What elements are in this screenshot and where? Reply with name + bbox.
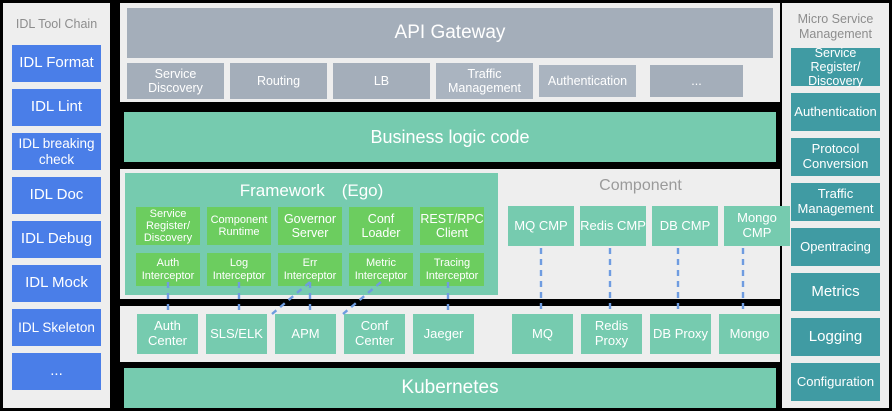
idl-item-mock[interactable]: IDL Mock: [12, 265, 101, 302]
fw-cell-component-runtime[interactable]: Component Runtime: [207, 207, 271, 245]
idl-tool-chain-panel: IDL Tool Chain IDL Format IDL Lint IDL b…: [3, 3, 110, 408]
infra-cell-jaeger[interactable]: Jaeger: [413, 314, 474, 354]
msm-item-metrics[interactable]: Metrics: [791, 273, 880, 311]
infra-cell-db-proxy[interactable]: DB Proxy: [650, 314, 711, 354]
infra-cell-conf-center[interactable]: Conf Center: [344, 314, 405, 354]
msm-item-configuration[interactable]: Configuration: [791, 363, 880, 401]
infra-cell-mq[interactable]: MQ: [512, 314, 573, 354]
gw-cell-traffic-management[interactable]: Traffic Management: [436, 63, 533, 99]
msm-item-protocol-conversion[interactable]: Protocol Conversion: [791, 138, 880, 176]
micro-service-management-title: Micro Service Management: [797, 12, 874, 41]
fw-cell-service-register-discovery[interactable]: Service Register/ Discovery: [136, 207, 200, 245]
fw-cell-log-interceptor[interactable]: Log Interceptor: [207, 253, 271, 286]
idl-item-skeleton[interactable]: IDL Skeleton: [12, 309, 101, 346]
infra-cell-mongo[interactable]: Mongo: [719, 314, 780, 354]
fw-cell-metric-interceptor[interactable]: Metric Interceptor: [349, 253, 413, 286]
idl-item-lint[interactable]: IDL Lint: [12, 89, 101, 126]
fw-cell-tracing-interceptor[interactable]: Tracing Interceptor: [420, 253, 484, 286]
msm-item-authentication[interactable]: Authentication: [791, 93, 880, 131]
msm-item-service-register-discovery[interactable]: Service Register/ Discovery: [791, 46, 880, 88]
gw-cell-routing[interactable]: Routing: [230, 63, 327, 99]
infra-cell-auth-center[interactable]: Auth Center: [137, 314, 198, 354]
gw-cell-authentication[interactable]: Authentication: [539, 65, 636, 97]
idl-item-doc[interactable]: IDL Doc: [12, 177, 101, 214]
component-title: Component: [599, 177, 682, 194]
idl-item-more[interactable]: ...: [12, 353, 101, 390]
gw-cell-more[interactable]: ...: [650, 65, 743, 97]
micro-service-management-panel: Micro Service Management Service Registe…: [782, 3, 889, 408]
idl-tool-chain-title: IDL Tool Chain: [15, 17, 98, 31]
fw-cell-err-interceptor[interactable]: Err Interceptor: [278, 253, 342, 286]
fw-cell-conf-loader[interactable]: Conf Loader: [349, 207, 413, 245]
fw-cell-governor-server[interactable]: Governor Server: [278, 207, 342, 245]
idl-item-format[interactable]: IDL Format: [12, 45, 101, 82]
kubernetes-band: Kubernetes: [124, 368, 776, 408]
idl-item-debug[interactable]: IDL Debug: [12, 221, 101, 258]
business-logic-code-band: Business logic code: [124, 112, 776, 162]
msm-item-opentracing[interactable]: Opentracing: [791, 228, 880, 266]
framework-ego-container: Framework (Ego) Service Register/ Discov…: [125, 173, 498, 295]
fw-cell-auth-interceptor[interactable]: Auth Interceptor: [136, 253, 200, 286]
fw-cell-rest-rpc-client[interactable]: REST/RPC Client: [420, 207, 484, 245]
framework-component-band: Framework (Ego) Service Register/ Discov…: [120, 169, 790, 299]
infra-cell-redis-proxy[interactable]: Redis Proxy: [581, 314, 642, 354]
cmp-cell-mq[interactable]: MQ CMP: [508, 206, 574, 246]
idl-item-breaking-check[interactable]: IDL breaking check: [12, 133, 101, 170]
cmp-cell-mongo[interactable]: Mongo CMP: [724, 206, 790, 246]
gw-cell-lb[interactable]: LB: [333, 63, 430, 99]
cmp-cell-redis[interactable]: Redis CMP: [580, 206, 646, 246]
api-gateway-title: API Gateway: [127, 8, 773, 58]
infrastructure-band: Auth Center SLS/ELK APM Conf Center Jaeg…: [120, 306, 780, 362]
cmp-cell-db[interactable]: DB CMP: [652, 206, 718, 246]
msm-item-traffic-management[interactable]: Traffic Management: [791, 183, 880, 221]
framework-ego-title: Framework (Ego): [239, 181, 384, 200]
infra-cell-sls-elk[interactable]: SLS/ELK: [206, 314, 267, 354]
api-gateway-band: API Gateway Service Discovery Routing LB…: [120, 3, 780, 102]
infra-cell-apm[interactable]: APM: [275, 314, 336, 354]
gw-cell-service-discovery[interactable]: Service Discovery: [127, 63, 224, 99]
msm-item-logging[interactable]: Logging: [791, 318, 880, 356]
